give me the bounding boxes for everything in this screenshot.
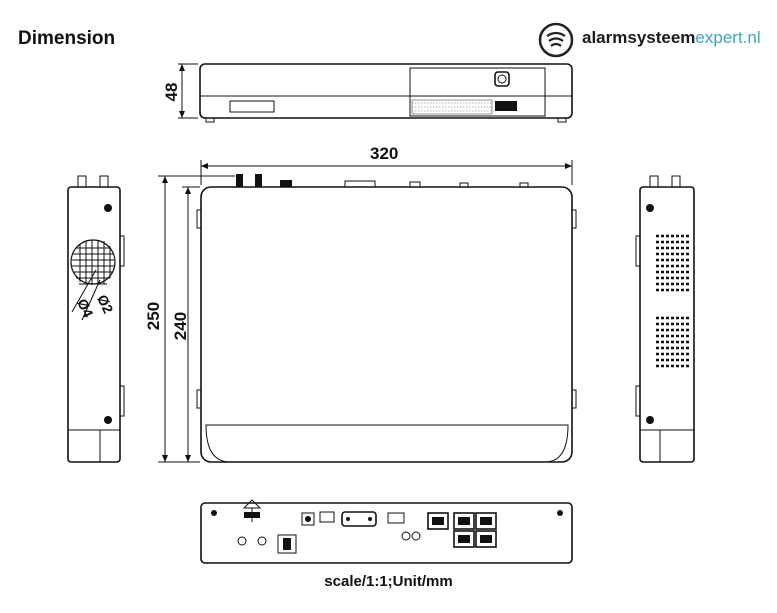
logo-brand: alarmsysteem <box>582 28 696 47</box>
dim-width-label: 320 <box>370 144 399 163</box>
right-vent-upper <box>656 234 690 292</box>
front-vent-grille <box>411 99 493 115</box>
logo-text: alarmsysteemexpert.nl <box>582 28 761 48</box>
right-side-view <box>635 175 695 463</box>
right-vent-lower <box>656 316 690 368</box>
dim-depth-outer-label: 250 <box>144 301 163 331</box>
dim-height-label: 48 <box>162 82 181 102</box>
scale-note: scale/1:1;Unit/mm <box>324 573 453 590</box>
alarm-wave-icon <box>538 22 574 58</box>
logo-suffix: expert.nl <box>695 28 761 47</box>
front-view <box>178 63 573 123</box>
left-fan-grille <box>70 239 116 285</box>
top-view <box>158 160 577 463</box>
rear-view <box>200 499 573 564</box>
left-side-view <box>67 175 125 463</box>
page-title: Dimension <box>18 28 116 49</box>
dim-depth-inner-label: 240 <box>171 311 190 341</box>
brand-logo: alarmsysteemexpert.nl <box>538 20 768 60</box>
